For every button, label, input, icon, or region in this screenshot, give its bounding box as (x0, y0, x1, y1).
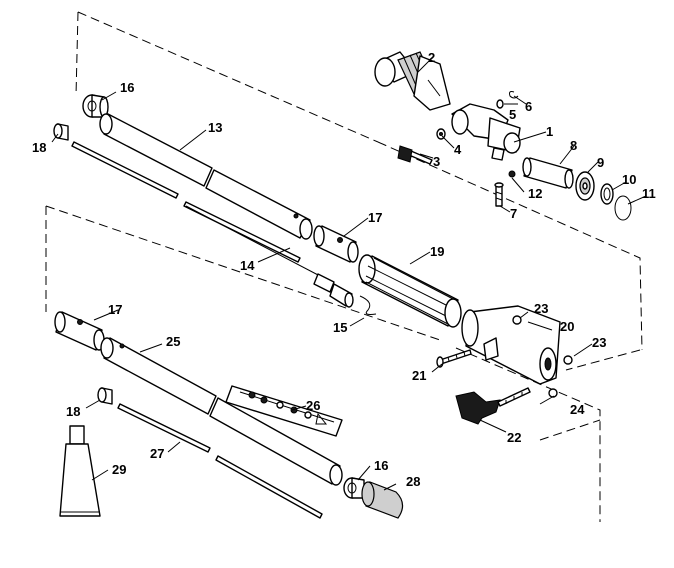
callout-9: 9 (597, 155, 604, 170)
part-15-snap-spring (359, 295, 377, 315)
callout-8: 8 (570, 138, 577, 153)
upper-assembly-boundary (75, 11, 643, 371)
part-1-gear-head (451, 103, 521, 161)
part-16-ferrule-upper (82, 94, 109, 118)
callout-17-lower: 17 (108, 302, 122, 317)
callout-19: 19 (430, 244, 444, 259)
callout-16-upper: 16 (120, 80, 134, 95)
part-16-ferrule-lower (343, 477, 365, 499)
part-21-screw (436, 349, 472, 368)
callout-27: 27 (150, 446, 164, 461)
part-18-bushing-upper (53, 123, 69, 141)
part-2-gear-housing (374, 51, 451, 111)
callout-6: 6 (525, 99, 532, 114)
part-20-handle-bracket (461, 305, 561, 385)
callout-labels: 2 1 5 6 4 3 8 9 10 11 12 7 16 13 18 17 1… (32, 50, 656, 489)
part-19-damper (358, 254, 462, 328)
part-17-sleeve-lower (54, 311, 105, 351)
callout-17-upper: 17 (368, 210, 382, 225)
drive-shaft-upper (71, 141, 301, 263)
callout-1: 1 (546, 124, 553, 139)
callout-11: 11 (642, 186, 656, 201)
part-13-drive-tube (99, 113, 313, 240)
part-23-nut-right (563, 355, 573, 365)
callout-20: 20 (560, 319, 574, 334)
part-28-cap (361, 481, 404, 519)
callout-13: 13 (208, 120, 222, 135)
callout-3: 3 (433, 154, 440, 169)
part-6-circlip (509, 91, 519, 99)
part-17-sleeve-upper (313, 225, 359, 263)
callout-10: 10 (622, 172, 636, 187)
part-8-shaft (522, 157, 574, 189)
callout-15: 15 (333, 320, 347, 335)
part-3-screw (397, 145, 433, 165)
callout-26: 26 (306, 398, 320, 413)
callout-29: 29 (112, 462, 126, 477)
callout-7: 7 (510, 206, 517, 221)
part-27-drive-shaft (117, 403, 323, 519)
callout-18-upper: 18 (32, 140, 46, 155)
callout-21: 21 (412, 368, 426, 383)
callout-4: 4 (454, 142, 462, 157)
part-12-screw (508, 170, 516, 178)
part-14-flexible-shaft (185, 205, 354, 308)
callout-14: 14 (240, 258, 255, 273)
callout-23-right: 23 (592, 335, 606, 350)
part-18-bushing-lower (97, 387, 113, 405)
callout-2: 2 (428, 50, 435, 65)
part-10-ring (600, 183, 614, 205)
part-24-washer (548, 388, 558, 398)
lower-assembly-boundary (45, 205, 601, 522)
part-26-warning-label (225, 385, 343, 437)
callout-25: 25 (166, 334, 180, 349)
callout-23-top: 23 (534, 301, 548, 316)
callout-22: 22 (507, 430, 521, 445)
part-9-bearing (575, 171, 595, 201)
part-5-washer (496, 99, 504, 109)
callout-28: 28 (406, 474, 420, 489)
callout-18-lower: 18 (66, 404, 80, 419)
leader-lines (51, 59, 647, 491)
part-23-nut-top (512, 315, 522, 325)
callout-24: 24 (570, 402, 585, 417)
part-25-tube (100, 337, 343, 486)
part-11-circlip (614, 195, 632, 221)
callout-16-lower: 16 (374, 458, 388, 473)
callout-5: 5 (509, 107, 516, 122)
part-29-grease-tube (59, 425, 101, 517)
part-22-wing-screw (455, 387, 531, 425)
callout-12: 12 (528, 186, 542, 201)
part-7-screw (494, 182, 504, 207)
